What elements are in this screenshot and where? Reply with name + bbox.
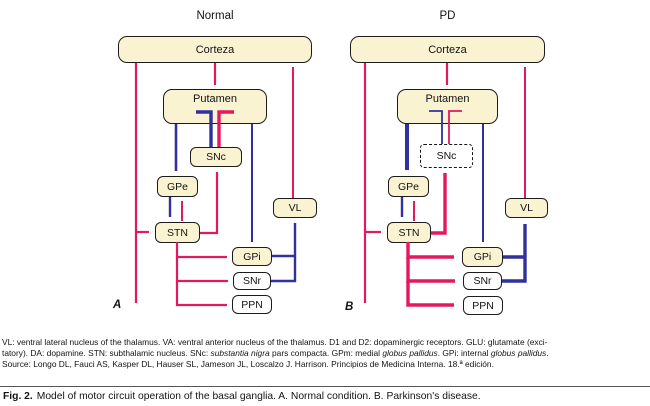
caption-line-2-seg1: tatory). DA: dopamine. STN: subthalamic … xyxy=(2,348,211,358)
node-gpe-pd: GPe xyxy=(388,176,429,197)
arrow-stn-snr-normal xyxy=(175,257,228,283)
node-snr-normal: SNr xyxy=(233,272,271,290)
node-gpi-pd: GPi xyxy=(462,247,503,267)
arrow-stn-snc-normal xyxy=(200,172,219,235)
arrow-stn-gpi-normal xyxy=(175,242,227,259)
arrow-snr-gpi-vl-pd xyxy=(502,224,527,283)
caption-divider-rule xyxy=(0,386,650,387)
caption-line-2-seg3: pars compacta. GPm: medial xyxy=(269,348,383,358)
node-ppn-normal: PPN xyxy=(232,295,272,314)
arrow-stn-snc-pd xyxy=(431,173,447,235)
arrow-stn-ppn-normal xyxy=(175,281,227,307)
caption-line-2-seg5: . GPi: internal xyxy=(437,348,491,358)
node-gpi-normal: GPi xyxy=(232,247,272,266)
figure-caption-text: Model of motor circuit operation of the … xyxy=(36,391,481,402)
caption-line-2-seg7: . xyxy=(546,348,549,358)
node-snc-normal: SNc xyxy=(190,147,242,167)
node-corteza-normal: Corteza xyxy=(118,36,312,63)
node-putamen-normal: Putamen xyxy=(163,89,267,124)
panel-title-normal: Normal xyxy=(196,10,234,22)
node-stn-pd: STN xyxy=(387,222,431,243)
caption-source-line: Source: Longo DL, Fauci AS, Kasper DL, H… xyxy=(2,359,494,369)
figure-caption: Fig. 2.Model of motor circuit operation … xyxy=(3,391,648,402)
node-vl-pd: VL xyxy=(505,198,548,218)
node-gpe-normal: GPe xyxy=(157,176,198,197)
panel-letter-b: B xyxy=(345,301,354,313)
panel-letter-a: A xyxy=(113,299,122,311)
node-stn-normal: STN xyxy=(155,222,200,243)
arrow-stn-ppn-pd xyxy=(406,281,454,307)
node-snc-pd-degenerated: SNc xyxy=(420,144,473,168)
node-putamen-pd: Putamen xyxy=(397,89,498,124)
panel-title-pd: PD xyxy=(439,10,456,22)
caption-line-2: tatory). DA: dopamine. STN: subthalamic … xyxy=(2,348,648,359)
node-snr-pd: SNr xyxy=(463,272,502,290)
caption-line-2-seg4-italic: globus pallidus xyxy=(382,348,438,358)
caption-line-2-seg6-italic: globus pallidus xyxy=(490,348,547,358)
arrow-stn-gpi-pd xyxy=(406,242,454,259)
node-vl-normal: VL xyxy=(273,198,317,218)
arrow-snr-gpi-vl-normal xyxy=(271,223,297,283)
node-ppn-pd: PPN xyxy=(463,296,503,315)
node-corteza-pd: Corteza xyxy=(350,36,545,63)
arrow-stn-snr-pd xyxy=(406,257,455,283)
caption-line-1: VL: ventral lateral nucleus of the thala… xyxy=(2,337,548,347)
caption-line-2-seg2-italic: substantia nigra xyxy=(210,348,270,358)
figure-caption-label: Fig. 2. xyxy=(3,391,33,402)
circuit-arrows-svg xyxy=(134,63,527,307)
